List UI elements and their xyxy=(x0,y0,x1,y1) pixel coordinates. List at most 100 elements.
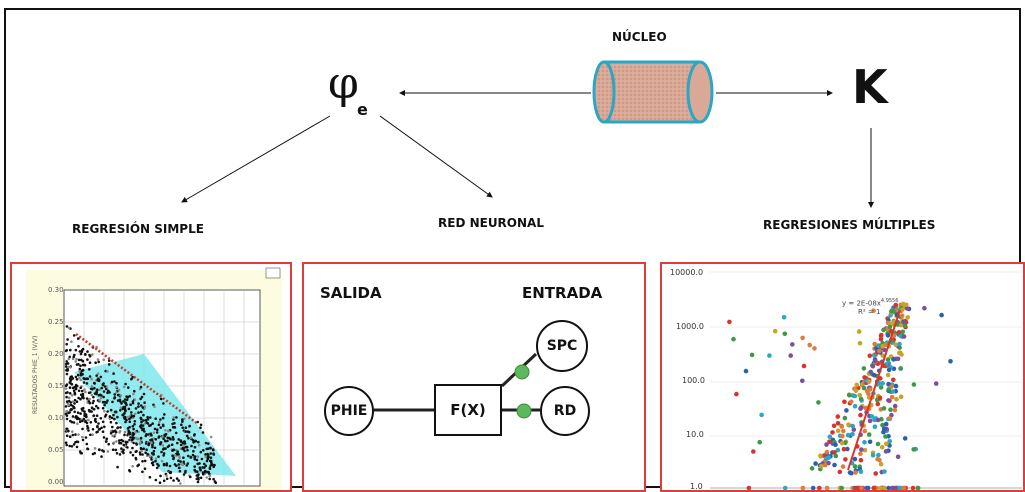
scatter-point xyxy=(883,421,889,427)
scatter-point xyxy=(102,358,105,361)
scatter-point xyxy=(181,463,185,466)
scatter-point xyxy=(66,362,70,365)
scatter-point xyxy=(199,423,203,427)
scatter-point xyxy=(846,422,851,427)
scatter-point xyxy=(95,404,98,408)
scatter-point xyxy=(186,448,189,452)
scatter-point xyxy=(74,433,77,436)
scatter-point xyxy=(122,416,126,419)
scatter-point xyxy=(199,476,203,480)
scatter-point xyxy=(82,396,85,400)
scatter-point xyxy=(853,470,858,475)
scatter-point xyxy=(126,427,130,430)
scatter-point xyxy=(106,410,109,413)
scatter-point xyxy=(196,462,199,466)
scatter-point xyxy=(79,393,83,397)
scatter-point xyxy=(196,480,200,484)
scatter-point xyxy=(173,426,177,429)
simple-regression-plot xyxy=(26,267,282,490)
scatter-point xyxy=(69,366,72,369)
scatter-point xyxy=(135,443,138,446)
scatter-point xyxy=(70,375,73,378)
scatter-point xyxy=(900,307,905,312)
scatter-point xyxy=(187,436,190,440)
scatter-point xyxy=(749,352,755,358)
scatter-point xyxy=(832,450,837,455)
scatter-point xyxy=(96,372,100,375)
scatter-point xyxy=(91,433,94,436)
scatter-point xyxy=(801,363,807,369)
scatter-point xyxy=(71,357,75,361)
scatter-point xyxy=(64,405,68,408)
scatter-point xyxy=(131,446,134,450)
scatter-point xyxy=(72,443,76,446)
scatter-point xyxy=(71,433,75,437)
scatter-point xyxy=(155,466,159,470)
scatter-point xyxy=(114,410,118,414)
scatter-point xyxy=(75,445,79,449)
scatter-point xyxy=(872,353,877,358)
scatter-point xyxy=(134,412,137,415)
scatter-point xyxy=(751,449,756,454)
scatter-point xyxy=(852,456,858,462)
scatter-point xyxy=(79,397,82,401)
scatter-point xyxy=(151,463,155,467)
scatter-point xyxy=(864,388,870,394)
scatter-point xyxy=(115,421,118,425)
scatter-point xyxy=(193,455,197,458)
scatter-point xyxy=(915,485,921,490)
scatter-point xyxy=(65,410,68,413)
scatter-point xyxy=(123,406,127,409)
scatter-point xyxy=(83,352,87,356)
scatter-point xyxy=(106,391,109,395)
scatter-point xyxy=(886,398,891,403)
scatter-point xyxy=(875,456,880,462)
scatter-point xyxy=(170,443,174,446)
scatter-point xyxy=(68,381,71,384)
scatter-point xyxy=(85,382,89,385)
scatter-point xyxy=(123,433,126,437)
scatter-point xyxy=(159,418,162,421)
scatter-point xyxy=(862,428,868,434)
scatter-point xyxy=(207,470,210,474)
scatter-point xyxy=(111,448,115,451)
scatter-point xyxy=(871,308,876,313)
scatter-point xyxy=(800,378,805,384)
scatter-point xyxy=(204,453,207,456)
scatter-point xyxy=(847,393,852,398)
scatter-point xyxy=(112,441,116,444)
scatter-point xyxy=(78,376,81,380)
scatter-point xyxy=(77,337,80,340)
scatter-point xyxy=(143,467,147,470)
scatter-point xyxy=(875,441,881,447)
scatter-point xyxy=(134,407,138,410)
scatter-point xyxy=(208,466,212,470)
scatter-point xyxy=(107,442,110,446)
scatter-point xyxy=(171,449,174,452)
scatter-point xyxy=(106,370,109,373)
scatter-point xyxy=(139,446,143,450)
scatter-point xyxy=(862,375,867,380)
scatter-point xyxy=(177,466,181,470)
scatter-point xyxy=(870,453,876,458)
scatter-point xyxy=(131,453,135,457)
scatter-point xyxy=(835,421,841,426)
scatter-point xyxy=(117,388,121,392)
scatter-point xyxy=(206,452,209,456)
scatter-point xyxy=(139,385,143,389)
scatter-point xyxy=(902,323,908,328)
scatter-point xyxy=(132,414,136,418)
scatter-point xyxy=(197,444,201,447)
output-node-phie: PHIE xyxy=(324,386,374,436)
scatter-point xyxy=(65,395,68,399)
scatter-point xyxy=(154,438,158,441)
scatter-point xyxy=(122,451,125,455)
scatter-point xyxy=(91,387,94,391)
scatter-point xyxy=(149,438,152,442)
scatter-point xyxy=(869,414,875,419)
scatter-point xyxy=(122,400,125,403)
scatter-point xyxy=(151,445,154,449)
scatter-point xyxy=(835,447,841,453)
scatter-point xyxy=(185,434,189,438)
scatter-point xyxy=(74,441,77,444)
